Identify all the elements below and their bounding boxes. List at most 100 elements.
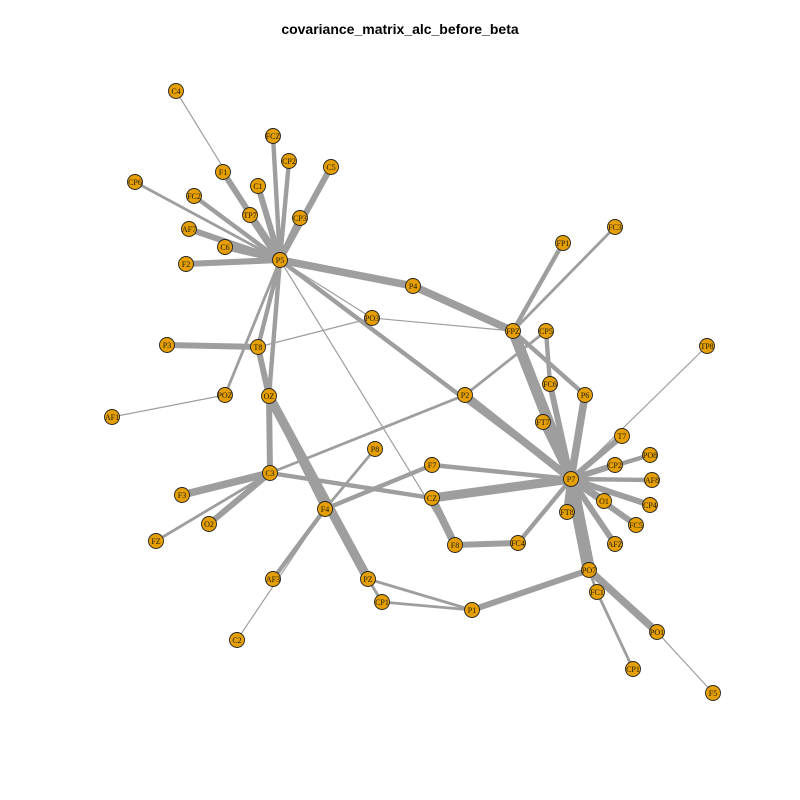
node-label: OZ <box>264 392 275 401</box>
edge-c3-cz <box>269 470 433 501</box>
node-label: CP1 <box>626 665 640 674</box>
node-circle <box>292 210 308 226</box>
node-circle <box>699 338 715 354</box>
edge-tt7-p7 <box>539 420 575 481</box>
node-po8: PO8 <box>642 447 658 463</box>
node-circle <box>168 83 184 99</box>
edge-p4-fpz <box>411 282 515 335</box>
node-fc3: FC3 <box>607 219 623 235</box>
edge-p5-p4 <box>279 256 414 290</box>
edge-p8-f4 <box>323 448 377 510</box>
node-label: C5 <box>326 163 335 172</box>
node-label: AF7 <box>182 225 196 234</box>
node-label: AF3 <box>266 575 280 584</box>
node-label: FC2 <box>187 192 201 201</box>
node-tp8: TP8 <box>699 338 715 354</box>
edge-af8-p7 <box>570 476 653 483</box>
edge-cp1-p1 <box>381 600 473 612</box>
node-circle <box>405 278 421 294</box>
node-f3: F3 <box>174 487 190 503</box>
edge-c3-f3 <box>181 469 271 499</box>
node-circle <box>272 252 288 268</box>
node-label: TP8 <box>700 342 713 351</box>
node-fpz: FPZ <box>505 323 521 339</box>
node-circle <box>317 501 333 517</box>
node-p5: P5 <box>272 252 288 268</box>
node-cz: CZ <box>424 490 440 506</box>
node-oz: OZ <box>261 388 277 404</box>
edge-p6-p7 <box>567 394 589 480</box>
node-circle <box>614 428 630 444</box>
node-circle <box>181 221 197 237</box>
node-circle <box>364 310 380 326</box>
node-label: PO3 <box>365 314 379 323</box>
edge-t8-po3 <box>257 317 373 348</box>
edge-p1-po7 <box>471 567 590 613</box>
node-circle <box>250 339 266 355</box>
edge-cp5-fc6 <box>543 330 553 385</box>
node-label: CP6 <box>128 178 142 187</box>
node-tt7: FT7 <box>535 414 551 430</box>
node-label: C1 <box>253 182 262 191</box>
node-circle <box>186 188 202 204</box>
node-c5: C5 <box>323 159 339 175</box>
node-label: C3 <box>265 469 274 478</box>
edge-fc6-p7 <box>547 383 574 480</box>
node-circle <box>250 178 266 194</box>
node-label: P6 <box>581 391 589 400</box>
node-label: P8 <box>371 445 379 454</box>
node-cp2: CP2 <box>281 153 297 169</box>
node-cp5: CP5 <box>538 323 554 339</box>
node-circle <box>242 207 258 223</box>
node-p4: P4 <box>405 278 421 294</box>
node-label: FP1 <box>557 239 570 248</box>
node-circle <box>464 602 480 618</box>
edge-p7-cz <box>431 474 572 503</box>
node-circle <box>215 164 231 180</box>
node-label: P7 <box>567 475 575 484</box>
node-cp1: CP1 <box>374 594 390 610</box>
node-label: P3 <box>163 341 171 350</box>
node-label: T7 <box>618 432 627 441</box>
node-f8: F8 <box>447 537 463 553</box>
edge-c3-o2 <box>207 470 272 527</box>
node-label: PO1 <box>650 628 664 637</box>
edge-c3-fz <box>155 471 271 543</box>
node-label: C2 <box>232 636 241 645</box>
edge-p5-oz <box>266 259 283 397</box>
node-label: T8 <box>254 343 263 352</box>
node-label: O2 <box>204 520 214 529</box>
node-label: TP7 <box>243 211 256 220</box>
node-label: PO8 <box>643 451 657 460</box>
node-poz: POZ <box>217 387 233 403</box>
node-label: FC5 <box>629 521 643 530</box>
node-f4: F4 <box>317 501 333 517</box>
node-circle <box>174 487 190 503</box>
edge-po1-f5 <box>656 631 714 694</box>
node-f2: F2 <box>178 256 194 272</box>
edge-f8-fc4 <box>454 540 519 548</box>
node-cp3: CP3 <box>292 210 308 226</box>
edge-oz-c3 <box>266 395 273 474</box>
edge-fc2-p5 <box>192 194 282 262</box>
node-label: FT7 <box>536 418 549 427</box>
node-circle <box>159 337 175 353</box>
node-label: PO7 <box>582 566 596 575</box>
node-label: F1 <box>219 168 227 177</box>
node-label: FC4 <box>511 539 525 548</box>
node-fp1: FP1 <box>555 235 571 251</box>
node-pz: PZ <box>360 571 376 587</box>
node-circle <box>265 128 281 144</box>
edge-f7-f4 <box>324 462 433 512</box>
node-afz: AFZ <box>607 536 623 552</box>
node-cp6: CP6 <box>127 174 143 190</box>
node-label: P2 <box>461 391 469 400</box>
node-po7: PO7 <box>581 562 597 578</box>
edge-af1-poz <box>111 394 226 418</box>
node-label: FZ <box>151 537 160 546</box>
node-circle <box>542 376 558 392</box>
node-circle <box>424 490 440 506</box>
node-circle <box>644 472 660 488</box>
edge-fcz-p5 <box>270 135 283 261</box>
node-label: CP4 <box>643 501 657 510</box>
